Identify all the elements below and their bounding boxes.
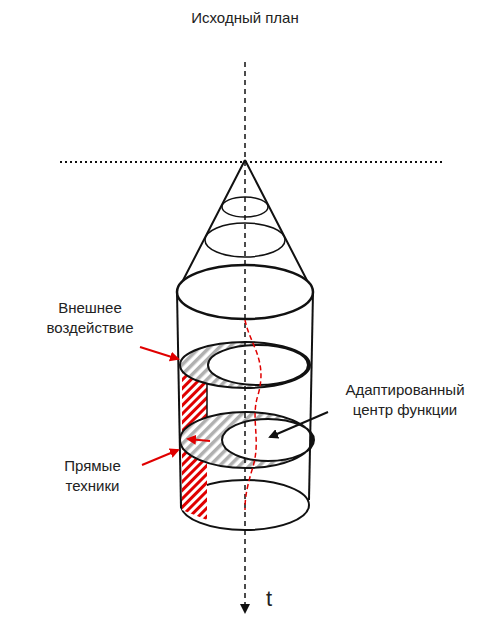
cylinder-side xyxy=(177,292,181,508)
leader-arrow xyxy=(270,412,328,437)
shift-arrow xyxy=(188,439,210,441)
shifted-ring xyxy=(180,412,314,468)
cylinder-side xyxy=(309,292,313,500)
leader-arrow xyxy=(140,347,178,359)
axis-label: t xyxy=(258,586,280,612)
baseline xyxy=(60,161,442,163)
callout-label: Прямые техники xyxy=(45,456,140,496)
callout-label: Адаптированный центр функции xyxy=(330,380,480,420)
time-axis xyxy=(244,62,246,606)
axis-head xyxy=(240,604,250,614)
axis-title: Исходный план xyxy=(185,8,305,28)
callout-label: Внешнее воздействие xyxy=(35,298,145,338)
adapted-center-curve xyxy=(245,320,261,510)
leader-arrow xyxy=(142,450,178,465)
